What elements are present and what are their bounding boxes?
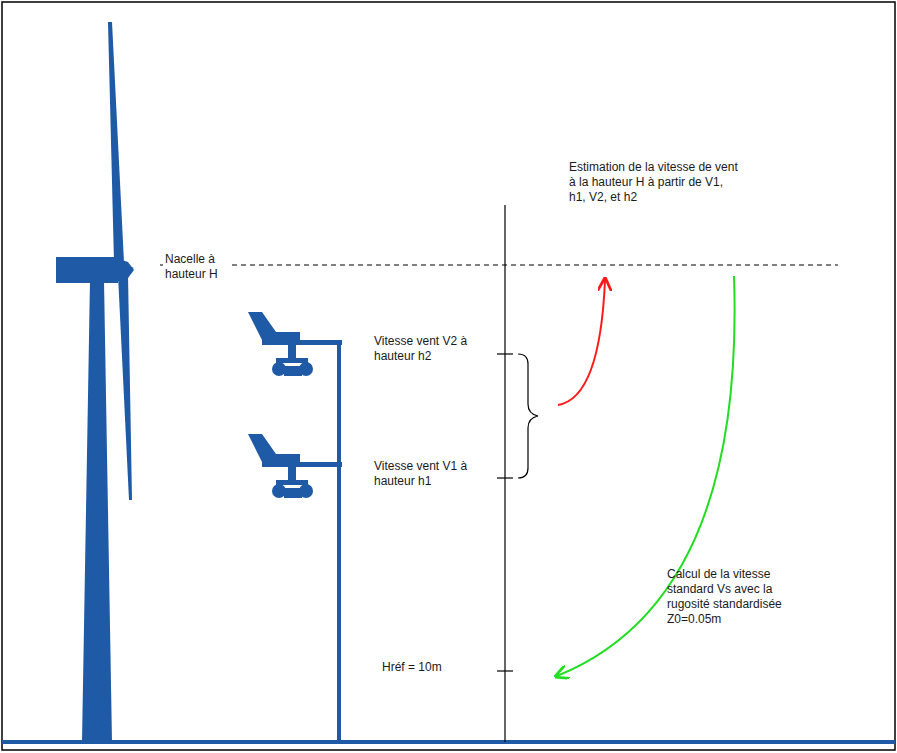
anemometer — [248, 312, 342, 376]
turbine-blade — [108, 22, 124, 262]
axis-tick — [497, 477, 513, 478]
measurement-mast — [337, 340, 341, 742]
estimation-arrow — [558, 280, 605, 405]
turbine-tower — [82, 280, 112, 742]
height-axis — [504, 205, 505, 742]
hub-height-line — [160, 264, 838, 266]
bracket — [518, 354, 538, 478]
axis-tick — [497, 670, 513, 671]
turbine-blade — [118, 275, 132, 500]
sensor-label: Vitesse vent V2 à hauteur h2 — [374, 334, 474, 364]
turbine-nacelle — [56, 257, 118, 283]
ground-line — [2, 740, 895, 744]
anemometer — [248, 434, 342, 498]
turbine-blade — [124, 264, 134, 272]
hub-height-label: Nacelle à hauteur H — [163, 252, 229, 282]
annotation-text: Calcul de la vitesse standard Vs avec la… — [667, 567, 799, 627]
annotation-text: Estimation de la vitesse de vent à la ha… — [569, 160, 739, 205]
axis-tick — [497, 353, 513, 354]
wind-turbine — [56, 22, 134, 742]
reference-height-label: Hréf = 10m — [382, 660, 482, 675]
sensor-label: Vitesse vent V1 à hauteur h1 — [374, 459, 474, 489]
